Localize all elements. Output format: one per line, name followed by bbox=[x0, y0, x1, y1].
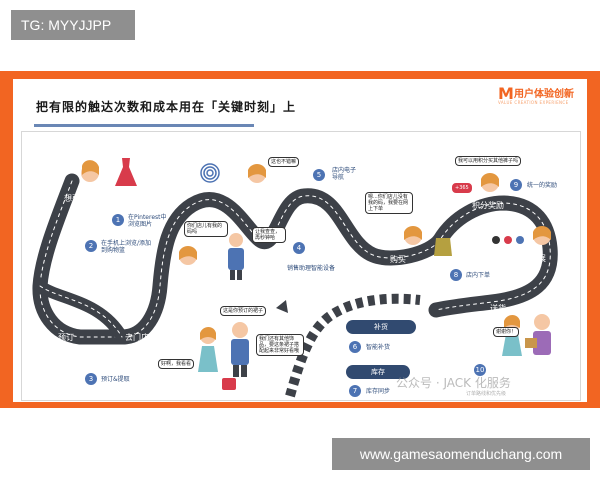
person-delivery bbox=[525, 314, 551, 355]
step-text-8: 店内下单 bbox=[466, 272, 491, 279]
node-expand: 扩展 bbox=[530, 254, 546, 263]
step-number-3: 3 bbox=[85, 373, 97, 385]
node-go-store: 去门店 bbox=[125, 333, 149, 342]
pill-inventory: 库存 bbox=[346, 365, 410, 379]
watermark-caption: 订单路线和优先级 bbox=[466, 391, 507, 397]
title-underline bbox=[34, 124, 254, 127]
node-decide: 决定 bbox=[53, 269, 69, 278]
step-number-10: 10 bbox=[474, 364, 486, 376]
person-assistant bbox=[228, 233, 244, 280]
dress-icon bbox=[115, 158, 137, 186]
person-woman-1 bbox=[81, 160, 99, 182]
step-number-2: 2 bbox=[85, 240, 97, 252]
bubble-looks-good: 这也不错嘛 bbox=[268, 157, 300, 167]
wifi-icon bbox=[200, 163, 220, 183]
person-woman-5 bbox=[481, 173, 499, 192]
bubble-thanks: 谢谢你！ bbox=[493, 327, 520, 337]
bubble-points-badge: +365 bbox=[452, 183, 472, 193]
slide-title: 把有限的触达次数和成本用在「关键时刻」上 bbox=[36, 100, 297, 114]
step-number-5: 5 bbox=[313, 169, 325, 181]
person-woman-7 bbox=[198, 327, 218, 372]
step-text-9: 统一的奖励 bbox=[527, 182, 558, 189]
person-woman-6 bbox=[533, 226, 551, 245]
logo-m-icon: M bbox=[498, 84, 514, 103]
step-text-7: 库存同步 bbox=[366, 388, 391, 395]
road-branch-inner bbox=[39, 285, 123, 338]
brand-logo: M 用户体验创新 VALUE CREATION EXPERIENCE bbox=[498, 84, 588, 110]
node-preorder: 预订 bbox=[58, 333, 74, 342]
person-woman-4 bbox=[404, 226, 422, 245]
step-number-1: 1 bbox=[112, 214, 124, 226]
bottom-watermark-tag: www.gamesaomenduchang.com bbox=[332, 438, 590, 470]
node-improve-self: 想要提升自己 bbox=[64, 194, 112, 203]
road-center-line bbox=[39, 180, 551, 338]
bubble-accessories: 我们还有其他饰品，要这条裙子搭配起来非常好看哦 bbox=[256, 334, 304, 356]
pill-replenish: 补货 bbox=[346, 320, 416, 334]
step-text-6: 智能补货 bbox=[366, 344, 391, 351]
bubble-let-me-check: 让我查查，再秒钟哈 bbox=[252, 227, 286, 243]
return-arc bbox=[276, 293, 421, 398]
step-text-2: 在手机上浏览/添加到购物篮 bbox=[101, 240, 152, 254]
bubble-use-points: 我可以用积分买其他裤子吗 bbox=[455, 156, 522, 166]
step-number-6: 6 bbox=[349, 341, 361, 353]
step-text-1: 在Pinterest中浏览图片 bbox=[128, 214, 167, 228]
road bbox=[32, 173, 558, 345]
shopping-bag-icon bbox=[434, 238, 452, 256]
bubble-ok-look: 好啊，我看看 bbox=[158, 359, 195, 369]
logo-name: 用户体验创新 bbox=[514, 89, 574, 100]
bubble-your-dress: 这是你预订的裙子 bbox=[220, 306, 267, 316]
bubble-order-online: 嗯...你们店儿没有我的码，我要在网上下单 bbox=[365, 192, 413, 214]
step-number-4: 4 bbox=[293, 242, 305, 254]
node-interact-store: 和门店互动 bbox=[241, 193, 281, 202]
node-browse: 浏览 bbox=[178, 276, 194, 285]
social-icons bbox=[492, 236, 524, 244]
step-number-9: 9 bbox=[510, 179, 522, 191]
bubble-have-size: 你们店儿有我的码吗 bbox=[184, 221, 228, 237]
person-assistant-2 bbox=[231, 322, 249, 377]
top-watermark-tag: TG: MYYJJPP bbox=[11, 10, 135, 40]
step-number-8: 8 bbox=[450, 269, 462, 281]
person-woman-2 bbox=[179, 246, 197, 265]
logo-subtitle: VALUE CREATION EXPERIENCE bbox=[498, 100, 569, 105]
suitcase-icon bbox=[222, 378, 236, 390]
step-number-7: 7 bbox=[349, 385, 361, 397]
person-woman-3 bbox=[248, 164, 266, 183]
wechat-watermark: 公众号 · JACK 化服务 bbox=[396, 376, 511, 390]
node-buy: 购买 bbox=[390, 255, 406, 264]
node-deliver: 送货 bbox=[490, 304, 506, 313]
node-points: 积分奖励 bbox=[472, 201, 504, 210]
step-text-5: 店内电子导航 bbox=[332, 167, 357, 181]
step-text-3: 预订&提取 bbox=[101, 376, 130, 383]
step-text-4: 销售助理智能设备 bbox=[287, 265, 336, 272]
